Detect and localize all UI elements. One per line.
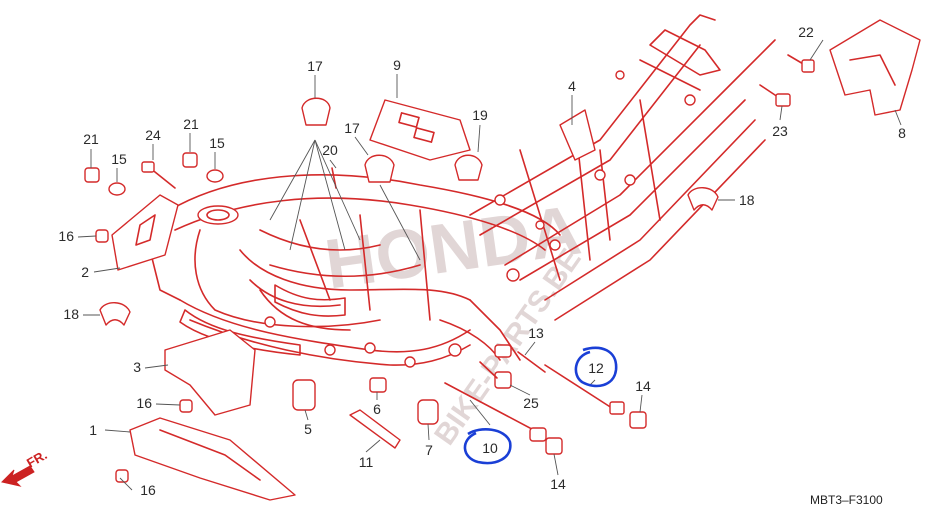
callouts: 1 2 3 4 5 6 7 8 9 10 11 12 13 14 14 15 1…: [58, 24, 906, 498]
rear-subframe: [469, 14, 776, 321]
callout-18b: 18: [739, 192, 755, 208]
callout-10: 10: [482, 440, 498, 456]
callout-14a: 14: [635, 378, 651, 394]
callout-8: 8: [898, 125, 906, 141]
callout-20: 20: [322, 142, 338, 158]
callout-21a: 21: [83, 131, 99, 147]
front-direction-marker: FR.: [1, 447, 50, 487]
callout-21b: 21: [183, 116, 199, 132]
diagram-code: MBT3–F3100: [810, 493, 883, 506]
callout-9: 9: [393, 57, 401, 73]
main-frame: [149, 174, 561, 368]
callout-2: 2: [81, 264, 89, 280]
callout-16c: 16: [140, 482, 156, 498]
callout-16a: 16: [58, 228, 74, 244]
callout-16b: 16: [136, 395, 152, 411]
callout-3: 3: [133, 359, 141, 375]
callout-19: 19: [472, 107, 488, 123]
parts: [84, 19, 921, 501]
callout-11: 11: [359, 454, 374, 470]
callout-12: 12: [588, 360, 604, 376]
callout-24: 24: [145, 127, 161, 143]
front-arrow-icon: [1, 465, 35, 487]
callout-18a: 18: [63, 306, 79, 322]
callout-15b: 15: [209, 135, 225, 151]
callout-15a: 15: [111, 151, 127, 167]
callout-5: 5: [304, 421, 312, 437]
callout-4: 4: [568, 78, 576, 94]
callout-1: 1: [89, 422, 97, 438]
callout-13: 13: [528, 325, 544, 341]
callout-14b: 14: [550, 476, 566, 492]
callout-22: 22: [798, 24, 814, 40]
highlight-marks: [463, 346, 618, 465]
part-2-plate: [111, 194, 179, 271]
callout-17a: 17: [307, 58, 323, 74]
callout-23: 23: [772, 123, 788, 139]
leader-lines: [77, 39, 902, 491]
highlight-circle-10: [463, 428, 512, 465]
callout-25: 25: [523, 395, 539, 411]
callout-7: 7: [425, 442, 433, 458]
callout-6: 6: [373, 401, 381, 417]
callout-17b: 17: [344, 120, 360, 136]
highlight-circle-12: [574, 346, 618, 388]
